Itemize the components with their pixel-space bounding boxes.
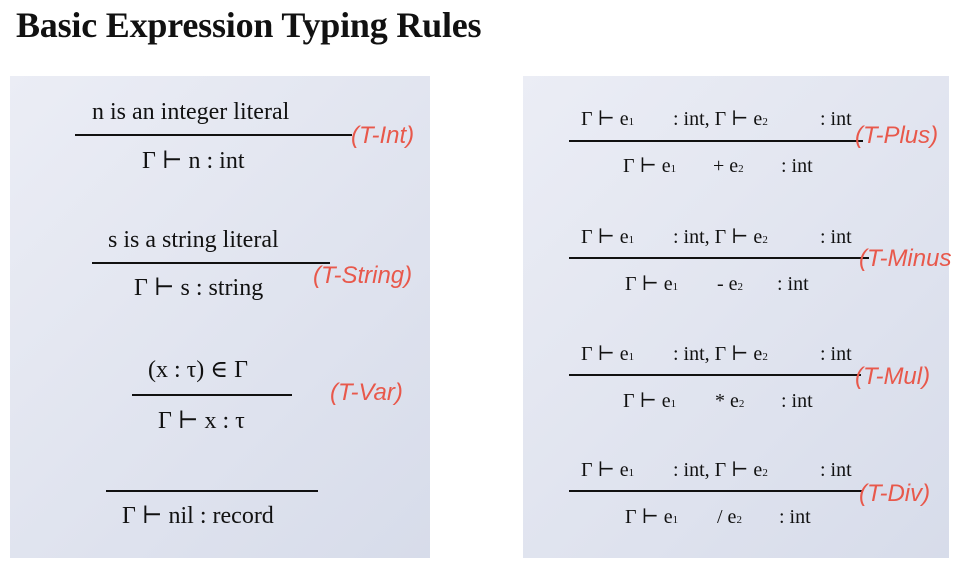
inference-bar xyxy=(75,134,352,136)
rule-conclusion-left: Γ ⊢ e1 xyxy=(623,155,677,177)
inference-bar xyxy=(569,257,869,259)
rule-premise-mid: : int, Γ ⊢ e2 xyxy=(673,226,768,248)
inference-bar xyxy=(92,262,330,264)
rule-conclusion-type: : int xyxy=(781,390,813,412)
right-rules-panel: Γ ⊢ e1 : int, Γ ⊢ e2 : int (T-Plus) Γ ⊢ … xyxy=(523,76,952,558)
inference-bar xyxy=(569,140,863,142)
rule-conclusion-op: / e2 xyxy=(717,506,742,528)
rule-premise-mid: : int, Γ ⊢ e2 xyxy=(673,108,768,130)
rule-premise-type: : int xyxy=(820,343,852,365)
rule-premise-left: Γ ⊢ e1 xyxy=(581,108,635,130)
rule-premise-left: Γ ⊢ e1 xyxy=(581,226,635,248)
rule-conclusion-op: - e2 xyxy=(717,273,744,295)
left-rules-panel: n is an integer literal (T-Int) Γ ⊢ n : … xyxy=(10,76,430,558)
rule-name: (T-String) xyxy=(313,262,413,289)
rule-premise-type: : int xyxy=(820,459,852,481)
rule-premise-left: Γ ⊢ e1 xyxy=(581,459,635,481)
inference-bar xyxy=(132,394,292,396)
rule-conclusion-op: * e2 xyxy=(715,390,745,412)
rule-premise: n is an integer literal xyxy=(92,99,290,125)
rule-conclusion-type: : int xyxy=(781,155,813,177)
rule-name: (T-Int) xyxy=(351,122,415,149)
rule-conclusion: Γ ⊢ s : string xyxy=(134,275,264,301)
rule-name: (T-Minus xyxy=(859,245,952,272)
rule-premise-mid: : int, Γ ⊢ e2 xyxy=(673,459,768,481)
rule-conclusion: Γ ⊢ n : int xyxy=(142,148,245,174)
inference-bar xyxy=(106,490,318,492)
inference-bar xyxy=(569,374,861,376)
rule-conclusion: Γ ⊢ x : τ xyxy=(158,408,245,434)
rule-conclusion: Γ ⊢ nil : record xyxy=(122,503,274,529)
rule-conclusion-left: Γ ⊢ e1 xyxy=(625,506,679,528)
rule-name: (T-Plus) xyxy=(855,122,939,149)
rule-premise-type: : int xyxy=(820,226,852,248)
rule-name: (T-Mul) xyxy=(855,363,931,390)
rule-premise-type: : int xyxy=(820,108,852,130)
rule-premise: s is a string literal xyxy=(108,227,279,253)
page-title: Basic Expression Typing Rules xyxy=(16,5,482,45)
rule-conclusion-type: : int xyxy=(777,273,809,295)
rule-name: (T-Div) xyxy=(859,480,931,507)
rule-conclusion-type: : int xyxy=(779,506,811,528)
rule-conclusion-left: Γ ⊢ e1 xyxy=(625,273,679,295)
rule-name: (T-Var) xyxy=(330,379,403,406)
rule-conclusion-left: Γ ⊢ e1 xyxy=(623,390,677,412)
rule-premise-mid: : int, Γ ⊢ e2 xyxy=(673,343,768,365)
rule-premise: (x : τ) ∈ Γ xyxy=(148,357,248,383)
rule-conclusion-op: + e2 xyxy=(713,155,744,177)
rule-premise-left: Γ ⊢ e1 xyxy=(581,343,635,365)
inference-bar xyxy=(569,490,863,492)
